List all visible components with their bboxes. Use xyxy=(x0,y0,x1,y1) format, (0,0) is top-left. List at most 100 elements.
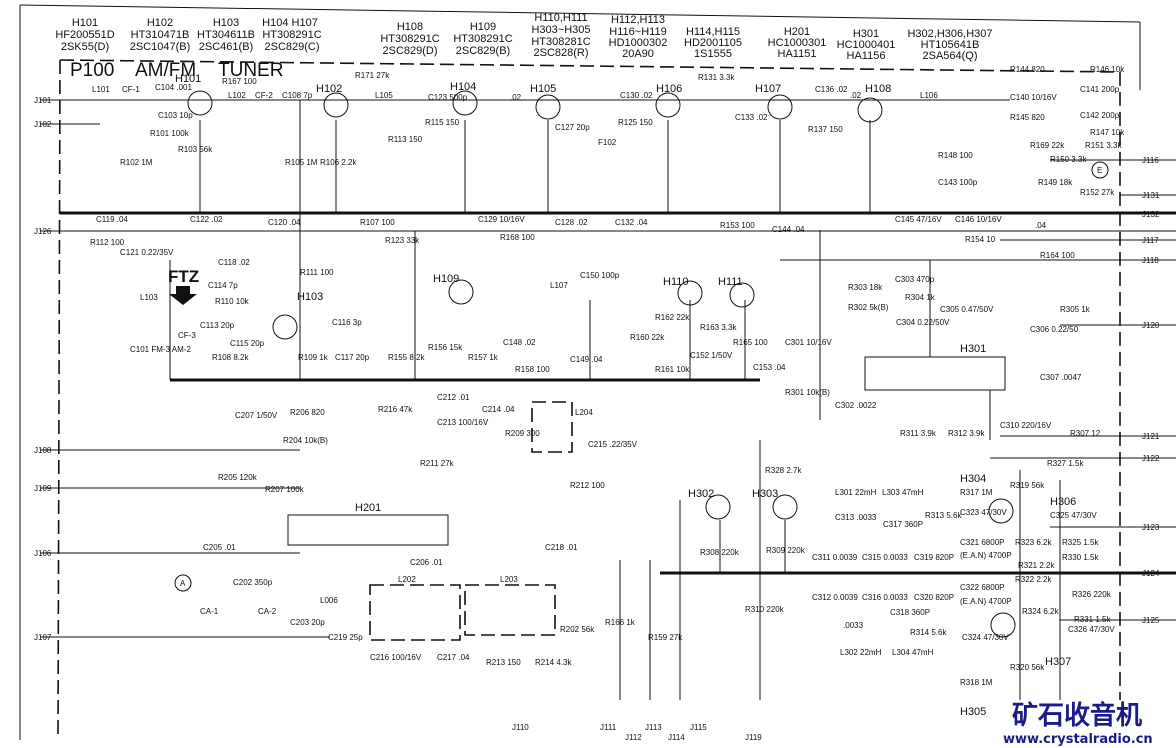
component-label-c149: C149 .04 xyxy=(570,355,603,364)
legend-type: 20A90 xyxy=(622,48,654,60)
connector-j101: J101 xyxy=(34,96,52,105)
connector-j131: J131 xyxy=(1142,191,1160,200)
legend-code: HT308291C xyxy=(453,33,512,45)
component-label-c121: C121 0.22/35V xyxy=(120,248,174,257)
legend-type: 2SC828(R) xyxy=(533,47,588,59)
connector-j109: J109 xyxy=(34,484,52,493)
component-label-r202: R202 56k xyxy=(560,625,595,634)
component-label-c212: C212 .01 xyxy=(437,393,470,402)
legend-ref: H104 H107 xyxy=(262,17,318,29)
component-label-c104: C104 .001 xyxy=(155,83,192,92)
connector-j117: J117 xyxy=(1142,236,1159,245)
legend-ref: H301 xyxy=(853,28,879,40)
transistor-h106 xyxy=(655,92,681,118)
component-label-c202: C202 350p xyxy=(233,578,273,587)
legend-type: HA1151 xyxy=(778,48,817,60)
component-label-r158: R158 100 xyxy=(515,365,550,374)
transistor-h104 xyxy=(452,90,478,116)
component-label-c207: C207 1/50V xyxy=(235,411,278,420)
transistor-h109 xyxy=(448,279,474,305)
ic-label: H304 xyxy=(960,473,986,485)
transistor-h102 xyxy=(323,92,349,118)
component-label-c123: C123 500p xyxy=(428,93,468,102)
component-label-l106: L106 xyxy=(920,91,938,100)
ic-label: H201 xyxy=(355,502,381,514)
connector-j124: J124 xyxy=(1142,569,1160,578)
component-label-r123: R123 33k xyxy=(385,236,420,245)
test-point-label: E xyxy=(1097,166,1102,175)
transistor-h302 xyxy=(705,494,731,520)
component-label-r102: R102 1M xyxy=(120,158,153,167)
component-label-r150: R150 3.3k xyxy=(1050,155,1087,164)
component-label-c127: C127 20p xyxy=(555,123,590,132)
component-label-c114: C114 7p xyxy=(208,281,238,290)
legend-ref: H108 xyxy=(397,21,423,33)
component-label-r307: R307 12 xyxy=(1070,429,1101,438)
transistor-h307 xyxy=(990,612,1016,638)
component-label-r169: R169 22k xyxy=(1030,141,1065,150)
legend-ref2: H303~H305 xyxy=(531,24,590,36)
component-label-c144: C144 .04 xyxy=(772,225,805,234)
connector-j110: J110 xyxy=(512,723,529,732)
component-label-ean1: (E.A.N) 4700P xyxy=(960,551,1012,560)
component-label-r309: R309 220k xyxy=(766,546,806,555)
ic-label: H305 xyxy=(960,706,986,718)
component-label-c130: C130 .02 xyxy=(620,91,653,100)
legend-type: 2SK55(D) xyxy=(61,41,109,53)
vertical-wires xyxy=(169,100,1061,700)
component-label-c317: C317 360P xyxy=(883,520,923,529)
component-label-r106: R106 2.2k xyxy=(320,158,357,167)
legend-code: HT105641B xyxy=(921,39,980,51)
component-label-r131: R131 3.3k xyxy=(698,73,735,82)
component-label-c316: C316 0.0033 xyxy=(862,593,908,602)
transistor-label: H103 xyxy=(297,291,323,303)
component-label-c326: C326 47/30V xyxy=(1068,625,1115,634)
component-label-r320: R320 56k xyxy=(1010,663,1045,672)
component-label-r145: R145 820 xyxy=(1010,113,1045,122)
ic-label: H301 xyxy=(960,343,986,355)
connector-j121: J121 xyxy=(1142,432,1160,441)
legend-code: HC1000301 xyxy=(768,37,827,49)
component-label-r157: R157 1k xyxy=(468,353,499,362)
legend-ref: H103 xyxy=(213,17,239,29)
legend-code: HC1000401 xyxy=(837,39,896,51)
transistor-h111 xyxy=(729,282,755,308)
component-label-r209: R209 300 xyxy=(505,429,540,438)
component-label-c301: C301 10/16V xyxy=(785,338,832,347)
legend-ref: H302,H306,H307 xyxy=(907,28,992,40)
component-label-r154: R154 10 xyxy=(965,235,996,244)
legend-ref: H102 xyxy=(147,17,173,29)
component-label-r115: R115 150 xyxy=(425,118,460,127)
connector-j125: J125 xyxy=(1142,616,1160,625)
component-label-r111: R111 100 xyxy=(300,268,334,277)
legend-ref: H101 xyxy=(72,17,98,29)
transistor-h108 xyxy=(857,97,883,123)
component-label-c307: C307 .0047 xyxy=(1040,373,1082,382)
transistor-h101 xyxy=(187,90,213,116)
connectors: J101 J102 J126 J108 J109 J106 J107 J131 … xyxy=(34,96,1160,742)
component-label-c153: C153 .04 xyxy=(753,363,786,372)
connector-j114: J114 xyxy=(668,733,685,742)
component-label-r168: R168 100 xyxy=(500,233,535,242)
component-label-r301: R301 10k(B) xyxy=(785,388,830,397)
l202-can xyxy=(369,584,461,641)
transistor-label: H306 xyxy=(1050,496,1076,508)
component-label-c152: C152 1/50V xyxy=(690,351,733,360)
component-label-r216: R216 47k xyxy=(378,405,413,414)
component-label-c132: C132 .04 xyxy=(615,218,648,227)
pcb-outline xyxy=(59,59,1121,700)
component-label-r312: R312 3.9k xyxy=(948,429,985,438)
ftz-label: FTZ xyxy=(168,267,199,286)
component-label-c203: C203 20p xyxy=(290,618,325,627)
component-label-l101: L101 xyxy=(92,85,110,94)
transistor-label: H111 xyxy=(718,276,743,288)
component-label-c314: .0033 xyxy=(843,621,864,630)
component-label-l304: L304 47mH xyxy=(892,648,934,657)
legend-ref: H201 xyxy=(784,26,810,38)
component-label-c120: C120 .04 xyxy=(268,218,301,227)
transistor-label: H105 xyxy=(530,83,556,95)
connector-j115: J115 xyxy=(690,723,707,732)
component-label-l107: L107 xyxy=(550,281,568,290)
transistor-label: H110 xyxy=(663,276,688,288)
component-label-c129: C129 10/16V xyxy=(478,215,525,224)
